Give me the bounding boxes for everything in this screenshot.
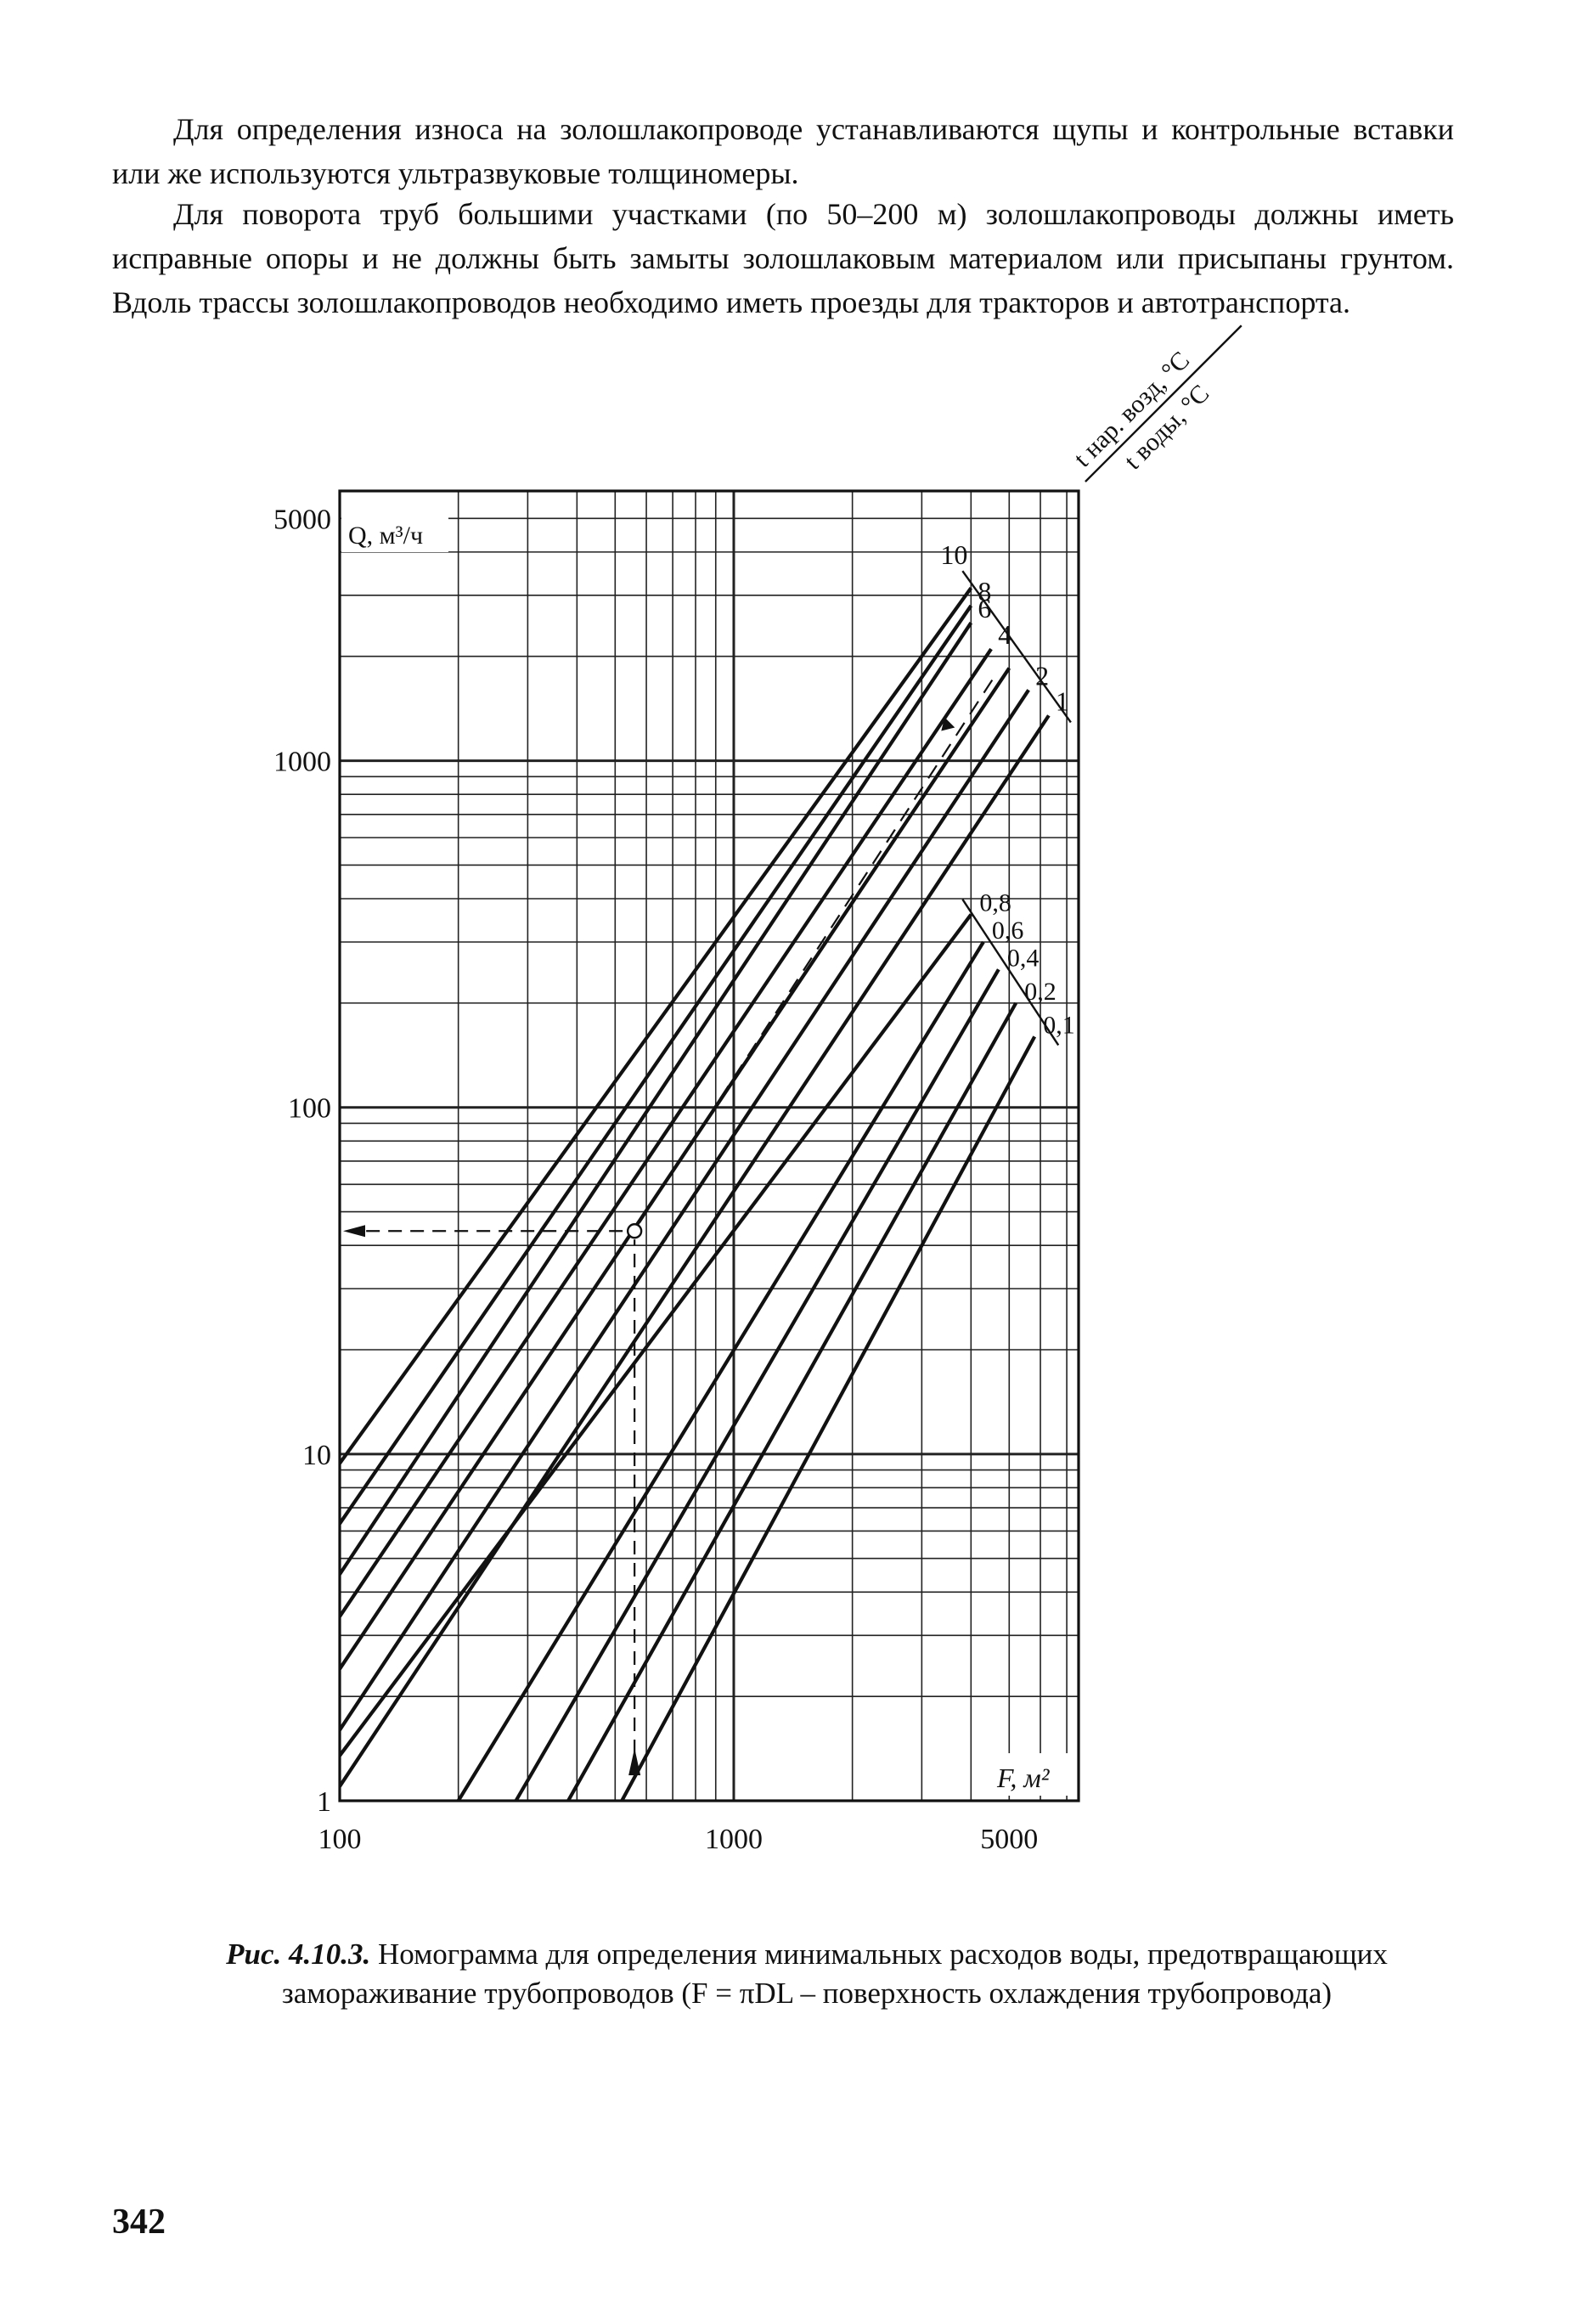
air-temp-label: 1 [1056, 685, 1069, 716]
air-temp-label: 2 [1035, 660, 1049, 691]
water-temp-label: 0,1 [1043, 1011, 1075, 1039]
air-temp-label: 8 [978, 576, 991, 606]
example-point [626, 1223, 643, 1239]
y-tick-label: 1000 [273, 747, 331, 778]
chart-lines [340, 586, 1051, 1801]
example-arrow-diagonal [941, 717, 955, 731]
y-tick-label: 100 [288, 1093, 331, 1125]
example-diagonal-dash [639, 679, 994, 1223]
lower-scale-bracket [961, 899, 1060, 1046]
nomogram-line-11 [566, 1001, 1018, 1801]
nomogram-line-4 [340, 647, 993, 1618]
nomogram-line-3 [340, 622, 973, 1576]
paragraph-1: Для определения износа на золошлакопрово… [112, 112, 1454, 190]
y-tick-label: 5000 [273, 504, 331, 535]
page-number: 342 [112, 2203, 166, 2242]
scale-title-divider [1085, 324, 1242, 482]
nomogram-line-8 [340, 913, 973, 1757]
nomogram-line-10 [514, 968, 1000, 1801]
nomogram-line-6 [340, 689, 1030, 1731]
example-arrow-left [343, 1225, 365, 1238]
x-tick-label: 5000 [980, 1824, 1038, 1855]
y-axis-label: Q, м³/ч [348, 522, 423, 550]
nomogram-line-1 [340, 586, 973, 1465]
scale-title-group: t нар. возд, °Сt воды, °С [1068, 324, 1242, 482]
upper-scale-bracket [961, 570, 1072, 724]
figure-label: Рис. 4.10.3. [226, 1938, 371, 1971]
nomogram-line-9 [456, 940, 985, 1801]
x-tick-label: 1000 [705, 1824, 763, 1855]
paragraph-2: Для поворота труб большими участками (по… [112, 197, 1454, 319]
water-temp-label: 0,6 [992, 917, 1024, 945]
water-temp-label: 0,2 [1024, 978, 1057, 1006]
y-tick-label: 10 [302, 1440, 331, 1471]
nomogram-line-12 [620, 1035, 1037, 1801]
plot-frame [338, 489, 1080, 1802]
figure-caption-text: Номограмма для определения минимальных р… [281, 1938, 1388, 2010]
chart-grid [338, 490, 1079, 1802]
air-temp-label: 10 [940, 539, 967, 570]
air-temp-label: 6 [978, 593, 991, 623]
x-tick-label: 100 [318, 1824, 362, 1855]
ylabel-background [341, 513, 448, 552]
y-tick-label: 1 [317, 1786, 331, 1818]
axis-ticks: 100 1000 5000 1 10 100 1000 5000 [273, 504, 1038, 1855]
xlabel-background [987, 1753, 1075, 1796]
x-axis-label: F, м² [996, 1763, 1051, 1793]
nomogram-line-5 [340, 667, 1011, 1670]
air-temp-label: 4 [998, 619, 1011, 650]
nomogram-line-2 [340, 604, 973, 1525]
chart-frame: Q, м³/ч F, м² [338, 489, 1080, 1802]
example-path [343, 679, 994, 1775]
nomogram-line-7 [340, 714, 1051, 1788]
example-arrow-up [628, 1748, 641, 1775]
water-temp-label: 0,4 [1007, 944, 1040, 972]
water-temp-label: 0,8 [979, 889, 1011, 917]
figure-caption: Рис. 4.10.3. Номограмма для определения … [221, 1935, 1393, 2013]
